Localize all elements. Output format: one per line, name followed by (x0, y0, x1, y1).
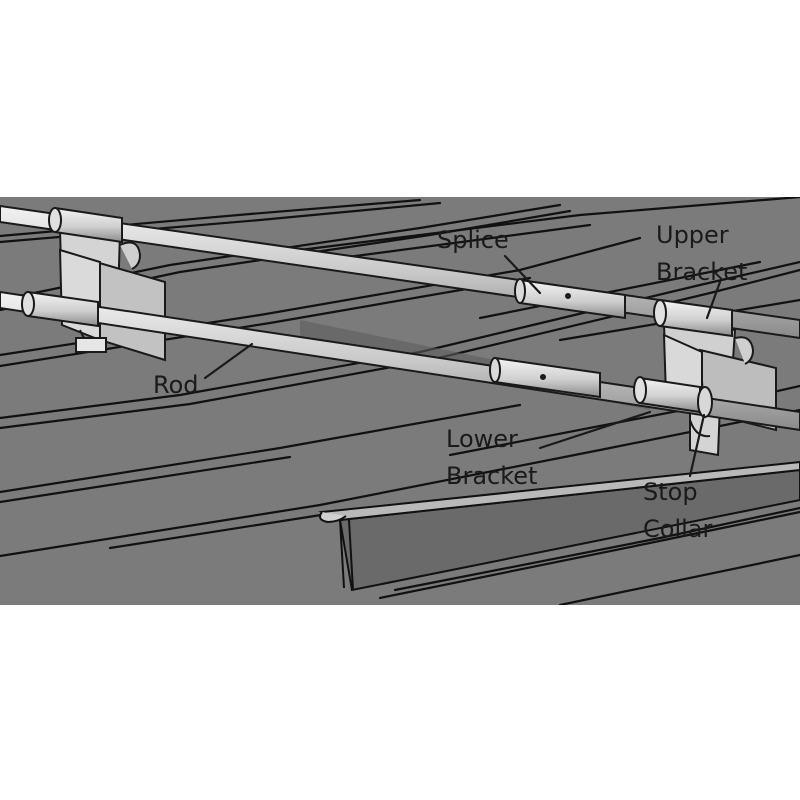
label-rod: Rod (153, 371, 199, 399)
lower-splice-sleeve (489, 356, 601, 399)
label-stop-collar-line1: Stop (643, 478, 698, 506)
foreground-seam (318, 460, 800, 592)
upper-right-collar (653, 298, 733, 338)
stop-collar-leader (688, 413, 706, 478)
upper-splice-sleeve (514, 278, 626, 320)
label-lower-bracket-line2: Bracket (446, 462, 537, 490)
splice-leader (503, 254, 542, 295)
label-stop-collar-line2: Collar (643, 515, 712, 543)
upper-bracket-leader (705, 280, 722, 320)
label-upper-bracket-line2: Bracket (656, 258, 747, 286)
lower-bracket-leader (538, 410, 652, 450)
rod-leader (203, 342, 254, 380)
stop-collar (697, 386, 713, 418)
label-upper-bracket-line1: Upper (656, 221, 729, 249)
label-splice: Splice (437, 226, 509, 254)
upper-left-collar (48, 206, 123, 244)
lower-left-collar (21, 290, 99, 328)
leader-lines (203, 254, 722, 478)
label-lower-bracket-line1: Lower (446, 425, 518, 453)
